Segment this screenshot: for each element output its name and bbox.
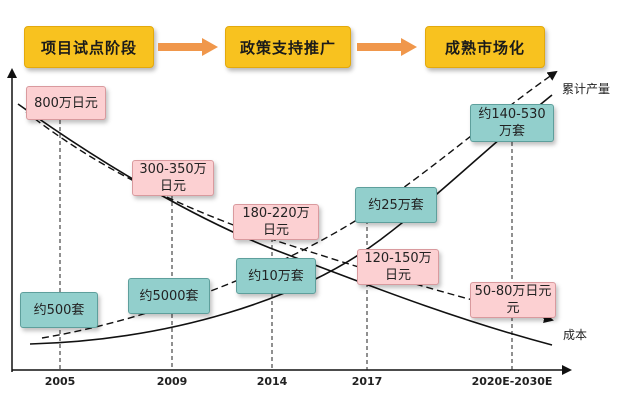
series-label-cost: 成本: [563, 328, 588, 342]
volume-box-2017: 约25万套: [355, 187, 437, 223]
volume-box-2030: 约140-530 万套: [470, 104, 554, 142]
volume-box-2009: 约5000套: [128, 278, 210, 314]
stage-box-pilot: 项目试点阶段: [24, 26, 154, 68]
stage-box-policy: 政策支持推广: [225, 26, 351, 68]
cost-box-2005: 800万日元: [26, 86, 106, 120]
year-label: 2009: [156, 375, 188, 388]
year-label: 2014: [256, 375, 288, 388]
volume-box-2005: 约500套: [20, 292, 98, 328]
stage-arrow-icon: [158, 38, 218, 56]
cost-box-2017: 120-150万 日元: [357, 249, 439, 285]
year-label: 2017: [351, 375, 383, 388]
year-label: 2020E-2030E: [471, 375, 553, 388]
cost-box-2030: 50-80万日元 元: [470, 282, 556, 318]
cost-box-2014: 180-220万 日元: [233, 204, 319, 240]
volume-box-2014: 约10万套: [236, 258, 316, 294]
stage-arrow-icon: [357, 38, 417, 56]
volume-curve-solid: [29, 94, 553, 345]
year-label: 2005: [44, 375, 76, 388]
cost-curve-solid: [17, 103, 553, 346]
cost-box-2009: 300-350万 日元: [132, 160, 214, 196]
stage-box-mature: 成熟市场化: [425, 26, 545, 68]
cost-curve-dashed: [25, 111, 554, 324]
series-label-volume: 累计产量: [562, 82, 611, 96]
